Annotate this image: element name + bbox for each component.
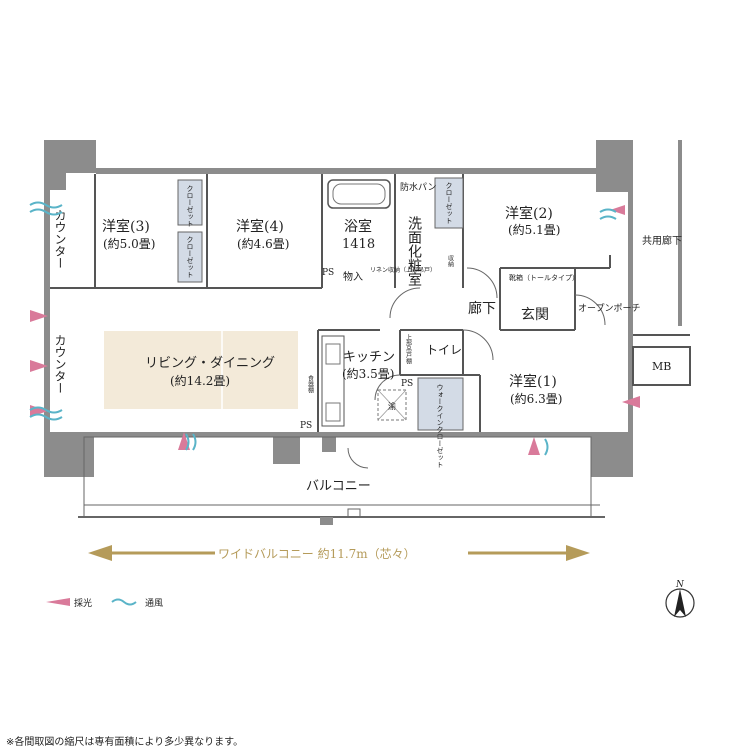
living-name: リビング・ダイニング xyxy=(145,356,275,371)
open-porch-label: オープンポーチ xyxy=(578,303,640,314)
mb-label: MB xyxy=(652,360,671,373)
storage-label: 物入 xyxy=(343,270,363,283)
dimension-line: ワイドバルコニー 約11.7m（芯々） xyxy=(88,545,590,561)
wall-corridor xyxy=(678,140,682,326)
legend-light-icon xyxy=(46,598,70,606)
bath-name: 浴室 xyxy=(344,218,372,235)
wall-left xyxy=(44,190,50,438)
closet-label-3: クローゼット xyxy=(445,182,453,224)
counter-label-bottom: カウンター xyxy=(53,334,67,394)
bedroom3-size: (約5.0畳) xyxy=(103,236,155,251)
legend-wind-icon xyxy=(111,598,137,606)
entrance-label: 玄関 xyxy=(521,306,549,323)
walls xyxy=(44,140,682,477)
mb-box xyxy=(632,346,691,386)
bathtub xyxy=(327,179,391,209)
washroom-label: 洗面化粧室 xyxy=(406,216,422,286)
wind-arrows xyxy=(29,201,617,456)
ps-label-2: PS xyxy=(401,379,413,389)
kitchen-counter xyxy=(321,335,345,427)
wall-right xyxy=(628,192,633,432)
legend-light-label: 採光 xyxy=(74,597,92,609)
kitchen-name: キッチン xyxy=(343,350,395,365)
compass-needle-icon xyxy=(674,589,686,617)
shaft xyxy=(377,389,407,421)
bedroom2-name: 洋室(2) xyxy=(505,205,553,222)
cupboard-label: 食器棚 xyxy=(307,374,314,394)
footnote: ※各間取図の縮尺は専有面積により多少異なります。 xyxy=(6,737,244,748)
bedroom1-name: 洋室(1) xyxy=(509,373,557,390)
upper-shelf-label: 上部吊戸棚 xyxy=(405,333,412,365)
living-size: (約14.2畳) xyxy=(170,373,230,388)
column-bottom-right xyxy=(591,432,633,477)
compass: N xyxy=(665,580,695,618)
compass-label: N xyxy=(675,580,685,590)
column-bottom-left xyxy=(44,432,94,477)
closet-bedroom3 xyxy=(177,231,203,283)
partitions xyxy=(50,174,611,432)
labels: 洋室(3) (約5.0畳) 洋室(4) (約4.6畳) 浴室 1418 防水パン… xyxy=(53,181,682,494)
walkin-closet-area xyxy=(417,377,464,431)
living-floor xyxy=(104,331,298,409)
wall-top xyxy=(96,168,596,174)
closet-bedroom4 xyxy=(177,179,203,226)
toilet-label: トイレ xyxy=(426,343,462,357)
dimension-label: ワイドバルコニー 約11.7m（芯々） xyxy=(218,546,416,561)
bedroom4-name: 洋室(4) xyxy=(236,218,284,235)
shoe-box-label: 靴箱（トールタイプ） xyxy=(509,273,579,282)
kitchen-size: (約3.5畳) xyxy=(342,366,394,381)
bedroom3-name: 洋室(3) xyxy=(102,218,150,235)
bedroom1-size: (約6.3畳) xyxy=(510,391,562,406)
closet-bedroom2 xyxy=(434,177,464,229)
walkin-label: ウォークインクローゼット xyxy=(436,384,444,468)
bath-size: 1418 xyxy=(342,237,375,252)
storage-small-label: 収納 xyxy=(447,255,454,268)
closet-label-2: クローゼット xyxy=(186,236,194,278)
linen-label: リネン収納（上部吊戸） xyxy=(370,266,436,274)
closet-label-1: クローゼット xyxy=(186,185,194,227)
bedroom4-size: (約4.6畳) xyxy=(237,236,289,251)
waterproof-pan-label: 防水パン xyxy=(400,181,436,193)
bedroom2-size: (約5.1畳) xyxy=(508,222,560,237)
wall-bottom xyxy=(94,432,591,437)
common-corridor-label: 共用廊下 xyxy=(642,234,682,247)
doors xyxy=(347,267,606,469)
ps-label-3: PS xyxy=(300,421,312,431)
counter-label-top: カウンター xyxy=(53,209,67,269)
shaft-label: 渝 xyxy=(388,401,396,411)
hall-label: 廊下 xyxy=(468,300,496,317)
column-bottom-mid2 xyxy=(322,432,336,452)
column-top-left xyxy=(44,140,96,190)
legend: 採光 通風 xyxy=(46,597,163,609)
balcony-label: バルコニー xyxy=(306,479,371,494)
legend-wind-label: 通風 xyxy=(145,598,163,609)
ps-label-1: PS xyxy=(322,268,334,278)
column-top-right xyxy=(596,140,633,192)
